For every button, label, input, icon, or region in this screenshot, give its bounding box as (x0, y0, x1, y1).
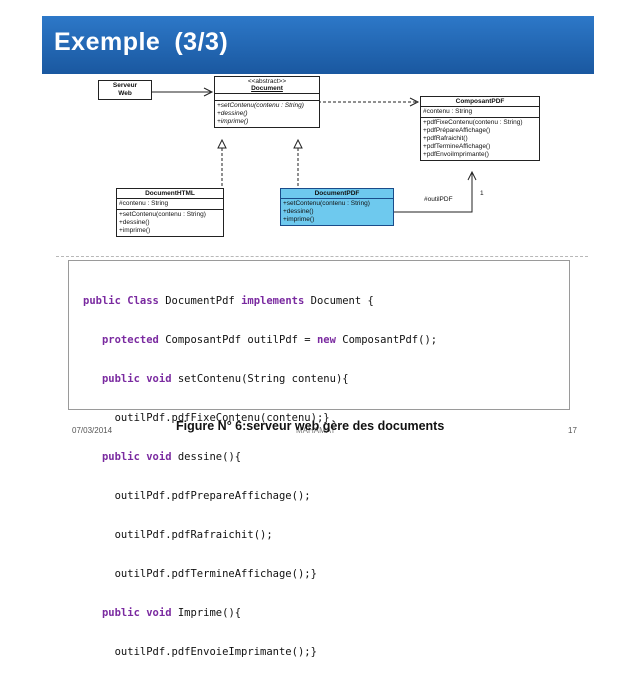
serveur-name: Serveur Web (99, 81, 151, 99)
document-operations: +setContenu(contenu : String) +dessine()… (215, 101, 319, 127)
composant-attributes: #contenu : String (421, 107, 539, 118)
composant-op: +pdfRafraichit() (423, 135, 468, 142)
html-name: DocumentHTML (117, 189, 223, 199)
page-number: 17 (568, 426, 577, 435)
pdf-operations: +setContenu(contenu : String) +dessine()… (281, 199, 393, 225)
composant-op: +pdfPrépareAffichage() (423, 127, 491, 134)
document-op: +setContenu(contenu : String) (217, 102, 304, 109)
html-realization-arrow (217, 138, 227, 149)
footer-date: 07/03/2014 (72, 426, 113, 435)
pdf-op: +dessine() (283, 208, 314, 215)
code-keyword: public (83, 295, 121, 307)
figure-caption: Figure N° 6:serveur web gère des documen… (176, 419, 445, 433)
html-op: +dessine() (119, 219, 150, 226)
html-attributes: #contenu : String (117, 199, 223, 210)
composant-op: +pdfTermineAffichage() (423, 143, 491, 150)
separator-dotted (56, 256, 588, 257)
code-line: outilPdf.pdfRafraichit(); (114, 529, 273, 541)
code-line: public void setContenu(String contenu){ (101, 373, 349, 385)
code-keyword: new (316, 334, 336, 346)
class-serveur-web: Serveur Web (98, 80, 152, 100)
code-listing: public Class DocumentPdf implements Docu… (68, 260, 570, 658)
code-keyword: void (146, 607, 172, 619)
composant-attr: #contenu : String (423, 108, 473, 115)
code-keyword: Class (127, 295, 159, 307)
code-keyword: public (101, 373, 140, 385)
title-main: Exemple (54, 28, 161, 56)
assoc-role-label: #outilPDF (424, 196, 453, 203)
code-line: outilPdf.pdfPrepareAffichage(); (114, 490, 311, 502)
code-line: public void Imprime(){ (101, 607, 242, 619)
pdf-op: +imprime() (283, 216, 315, 223)
code-block: public Class DocumentPdf implements Docu… (83, 269, 437, 685)
pdf-realization-arrow (293, 138, 303, 149)
class-document: <<abstract>> Document +setContenu(conten… (214, 76, 320, 128)
uml-diagram: Serveur Web <<abstract>> Document +setCo… (92, 72, 552, 252)
serveur-arrowhead (203, 87, 214, 97)
document-name: Document (251, 85, 283, 92)
pdf-name: DocumentPDF (281, 189, 393, 199)
html-op: +setContenu(contenu : String) (119, 211, 206, 218)
code-keyword: implements (241, 295, 305, 307)
code-line: public void dessine(){ (101, 451, 242, 463)
html-attr: #contenu : String (119, 200, 169, 207)
code-keyword: public (101, 451, 140, 463)
footer-author: MAHAMAT (296, 426, 336, 435)
assoc-multiplicity: 1 (480, 190, 484, 197)
pdf-composant-link (394, 172, 473, 213)
code-line: protected ComposantPdf outilPdf = new Co… (101, 334, 438, 346)
slide: Exemple (3/3) Serveur Web (42, 16, 594, 658)
code-keyword: void (146, 451, 172, 463)
code-line: outilPdf.pdfEnvoieImprimante();} (114, 646, 317, 658)
title-bar: Exemple (3/3) (42, 16, 594, 74)
document-op: +imprime() (217, 118, 249, 125)
html-op: +imprime() (119, 227, 151, 234)
slide-title: Exemple (3/3) (54, 28, 228, 57)
uml-connectors (152, 87, 477, 213)
document-attributes (215, 94, 319, 101)
code-keyword: void (146, 373, 172, 385)
document-stereotype: <<abstract>> (247, 78, 287, 85)
serveur-name-line2: Web (118, 90, 132, 97)
document-op: +dessine() (217, 110, 248, 117)
code-line: outilPdf.pdfFixeContenu(contenu);} (114, 412, 330, 424)
serveur-name-line1: Serveur (112, 82, 138, 89)
class-document-pdf: DocumentPDF +setContenu(contenu : String… (280, 188, 394, 226)
pdf-composant-arrowhead (467, 170, 477, 181)
composant-op: +pdfEnvoiImprimante() (423, 151, 489, 158)
composant-name: ComposantPDF (421, 97, 539, 107)
document-header: <<abstract>> Document (215, 77, 319, 94)
class-document-html: DocumentHTML #contenu : String +setConte… (116, 188, 224, 237)
composant-arrowhead (409, 97, 420, 107)
pdf-op: +setContenu(contenu : String) (283, 200, 370, 207)
code-keyword: public (101, 607, 140, 619)
code-keyword: protected (101, 334, 159, 346)
code-line: public Class DocumentPdf implements Docu… (83, 295, 374, 307)
code-line: outilPdf.pdfTermineAffichage();} (114, 568, 317, 580)
composant-op: +pdfFixeContenu(contenu : String) (423, 119, 523, 126)
class-composant-pdf: ComposantPDF #contenu : String +pdfFixeC… (420, 96, 540, 161)
html-operations: +setContenu(contenu : String) +dessine()… (117, 210, 223, 236)
composant-operations: +pdfFixeContenu(contenu : String) +pdfPr… (421, 118, 539, 160)
title-counter: (3/3) (174, 28, 229, 56)
